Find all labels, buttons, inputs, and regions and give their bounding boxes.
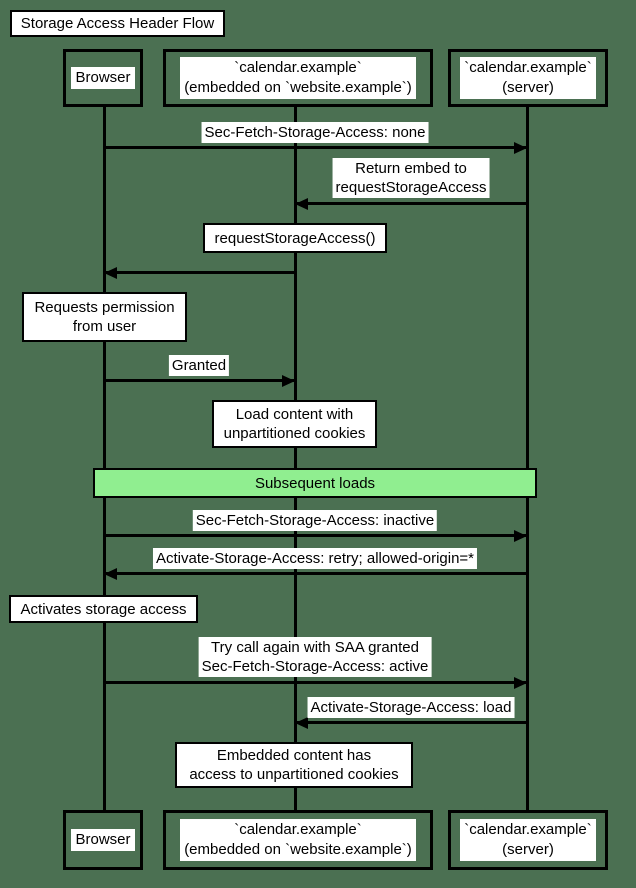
message-line-return-embed <box>295 202 527 205</box>
note-label-line1: Embedded content has <box>216 747 372 764</box>
participant-embed-label-line1: `calendar.example` <box>234 821 362 838</box>
note-label-line1: Requests permission <box>34 299 175 316</box>
message-line-sec-fetch-none <box>104 146 527 149</box>
arrowhead-right-icon <box>514 677 527 689</box>
note-label-line1: Load content with <box>235 406 354 423</box>
section-band-subsequent-loads: Subsequent loads <box>93 468 537 498</box>
diagram-title-label: Storage Access Header Flow <box>20 15 215 32</box>
message-line-activate-load <box>295 721 527 724</box>
message-label-try-again: Try call again with SAA granted Sec-Fetc… <box>198 637 432 677</box>
participant-server-label-line1: `calendar.example` <box>464 821 592 838</box>
band-label: Subsequent loads <box>254 474 376 492</box>
message-line-try-again <box>104 681 527 684</box>
note-label-line2: from user <box>72 318 137 335</box>
arrowhead-left-icon <box>104 267 117 279</box>
message-label-line1: Return embed to <box>355 160 467 177</box>
diagram-title: Storage Access Header Flow <box>10 10 225 37</box>
note-requests-permission: Requests permission from user <box>22 292 187 342</box>
arrowhead-right-icon <box>282 375 295 387</box>
arrowhead-left-icon <box>295 717 308 729</box>
participant-embed-label-line1: `calendar.example` <box>234 59 362 76</box>
message-label-line2: requestStorageAccess <box>335 179 487 196</box>
message-label-line1: Try call again with SAA granted <box>211 639 419 656</box>
participant-embed-label-line2: (embedded on `website.example`) <box>184 841 412 858</box>
message-line-granted <box>104 379 295 382</box>
participant-browser-label: Browser <box>75 69 131 86</box>
participant-server-top: `calendar.example` (server) <box>448 49 608 107</box>
participant-server-label-line2: (server) <box>502 841 554 858</box>
message-label-return-embed: Return embed to requestStorageAccess <box>332 158 490 198</box>
message-label-sec-fetch-inactive: Sec-Fetch-Storage-Access: inactive <box>192 510 438 531</box>
message-line-request-call <box>104 271 295 274</box>
participant-server-label-line1: `calendar.example` <box>464 59 592 76</box>
participant-browser-bottom: Browser <box>63 810 143 870</box>
participant-browser-label: Browser <box>75 831 131 848</box>
note-label-line2: access to unpartitioned cookies <box>189 766 399 783</box>
lifeline-server <box>525 107 529 810</box>
message-label-line2: Sec-Fetch-Storage-Access: active <box>201 658 429 675</box>
message-label-activate-retry: Activate-Storage-Access: retry; allowed-… <box>152 548 478 569</box>
arrowhead-right-icon <box>514 530 527 542</box>
participant-server-label-line2: (server) <box>502 79 554 96</box>
message-line-activate-retry <box>104 572 527 575</box>
note-label: Activates storage access <box>20 600 187 618</box>
note-activates-storage-access: Activates storage access <box>9 595 198 623</box>
note-label-line2: unpartitioned cookies <box>223 425 366 442</box>
participant-embed-label-line2: (embedded on `website.example`) <box>184 79 412 96</box>
note-label: requestStorageAccess() <box>214 229 376 247</box>
participant-embed-bottom: `calendar.example` (embedded on `website… <box>163 810 433 870</box>
message-line-sec-fetch-inactive <box>104 534 527 537</box>
arrowhead-left-icon <box>295 198 308 210</box>
note-load-content: Load content with unpartitioned cookies <box>212 400 377 448</box>
participant-browser-top: Browser <box>63 49 143 107</box>
message-label-activate-load: Activate-Storage-Access: load <box>307 697 515 718</box>
arrowhead-right-icon <box>514 142 527 154</box>
lifeline-browser <box>102 107 106 810</box>
message-label-granted: Granted <box>168 355 230 376</box>
message-label-sec-fetch-none: Sec-Fetch-Storage-Access: none <box>201 122 429 143</box>
note-embedded-content-access: Embedded content has access to unpartiti… <box>175 742 413 788</box>
note-request-storage-access: requestStorageAccess() <box>203 223 387 253</box>
participant-embed-top: `calendar.example` (embedded on `website… <box>163 49 433 107</box>
arrowhead-left-icon <box>104 568 117 580</box>
lifeline-embed <box>293 107 297 810</box>
participant-server-bottom: `calendar.example` (server) <box>448 810 608 870</box>
